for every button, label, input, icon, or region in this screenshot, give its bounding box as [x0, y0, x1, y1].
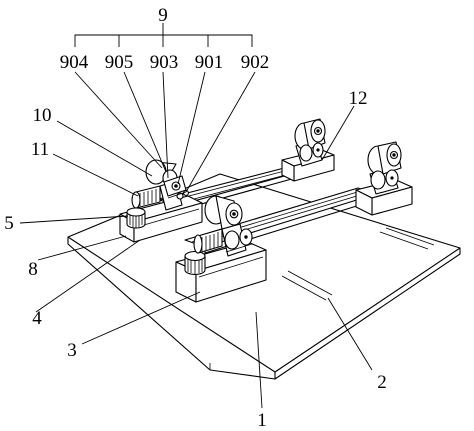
label-904: 904	[60, 52, 89, 73]
label-5: 5	[4, 213, 14, 234]
leader-lines	[19, 23, 373, 409]
reference-numerals: 9 904 905 903 901 902 10 11 12 5 8 4 3 2…	[4, 5, 387, 431]
rear-left-roller-assembly	[131, 159, 189, 211]
front-left-roller-assembly	[193, 195, 253, 257]
front-motor	[184, 250, 206, 276]
label-8: 8	[28, 259, 38, 280]
label-905: 905	[105, 52, 134, 73]
label-3: 3	[67, 340, 77, 361]
rear-right-roller-assembly	[294, 118, 326, 167]
rear-motor	[126, 207, 146, 229]
label-1: 1	[257, 410, 267, 431]
label-4: 4	[32, 308, 42, 329]
label-903: 903	[150, 52, 179, 73]
front-right-roller-assembly	[367, 141, 402, 195]
label-9: 9	[158, 5, 168, 26]
label-12: 12	[349, 88, 368, 109]
label-10: 10	[33, 105, 52, 126]
label-11: 11	[31, 139, 49, 160]
label-2: 2	[377, 372, 387, 393]
label-902: 902	[241, 52, 270, 73]
label-901: 901	[195, 52, 224, 73]
